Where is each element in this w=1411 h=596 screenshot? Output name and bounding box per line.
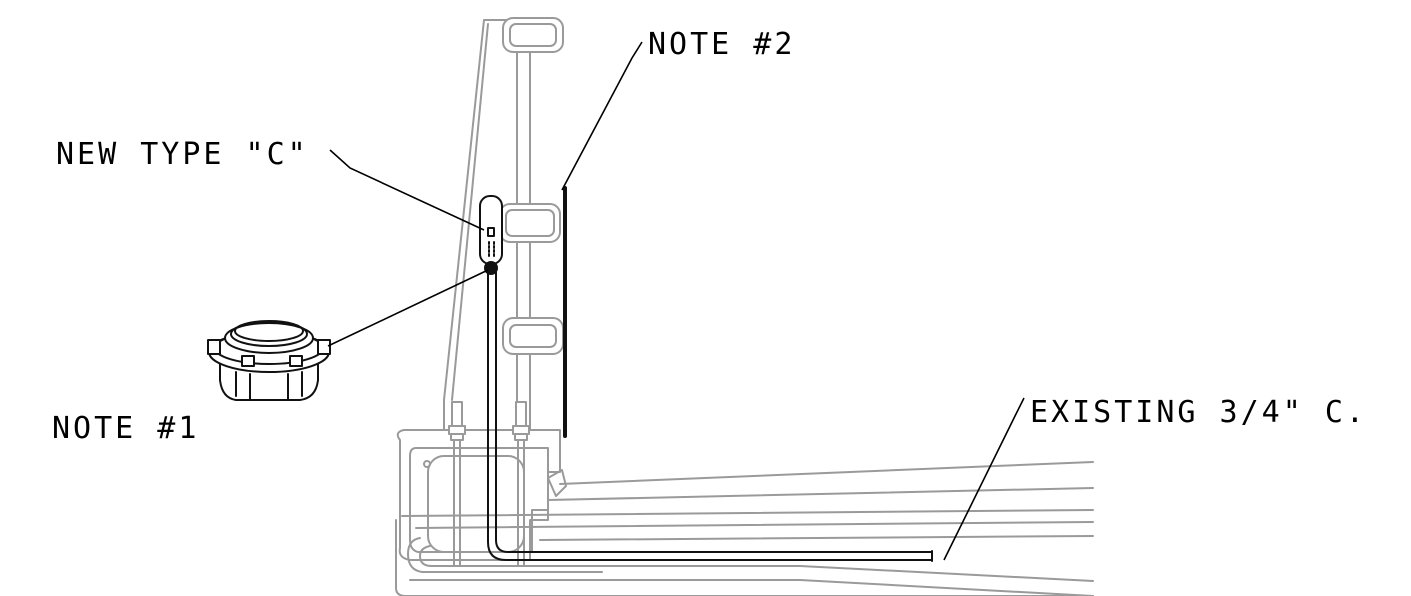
existing-pole bbox=[443, 17, 564, 431]
leader-existing-conduit bbox=[943, 397, 1025, 561]
note-1-fitting bbox=[207, 320, 331, 401]
anchor-bolts bbox=[448, 401, 530, 567]
leader-new-type-c bbox=[329, 149, 485, 231]
leader-note-2 bbox=[561, 41, 643, 191]
callout-note-2: NOTE #2 bbox=[648, 27, 795, 62]
callout-existing-conduit: EXISTING 3/4" C. bbox=[1030, 395, 1367, 430]
new-type-c-unit bbox=[479, 195, 503, 275]
callout-note-1: NOTE #1 bbox=[52, 411, 199, 446]
existing-mast-arm bbox=[401, 461, 1094, 541]
callout-new-type-c: NEW TYPE "C" bbox=[56, 137, 309, 172]
leader-lines bbox=[327, 41, 1025, 561]
existing-conduit-run bbox=[487, 271, 933, 562]
leader-note-1 bbox=[327, 269, 489, 347]
